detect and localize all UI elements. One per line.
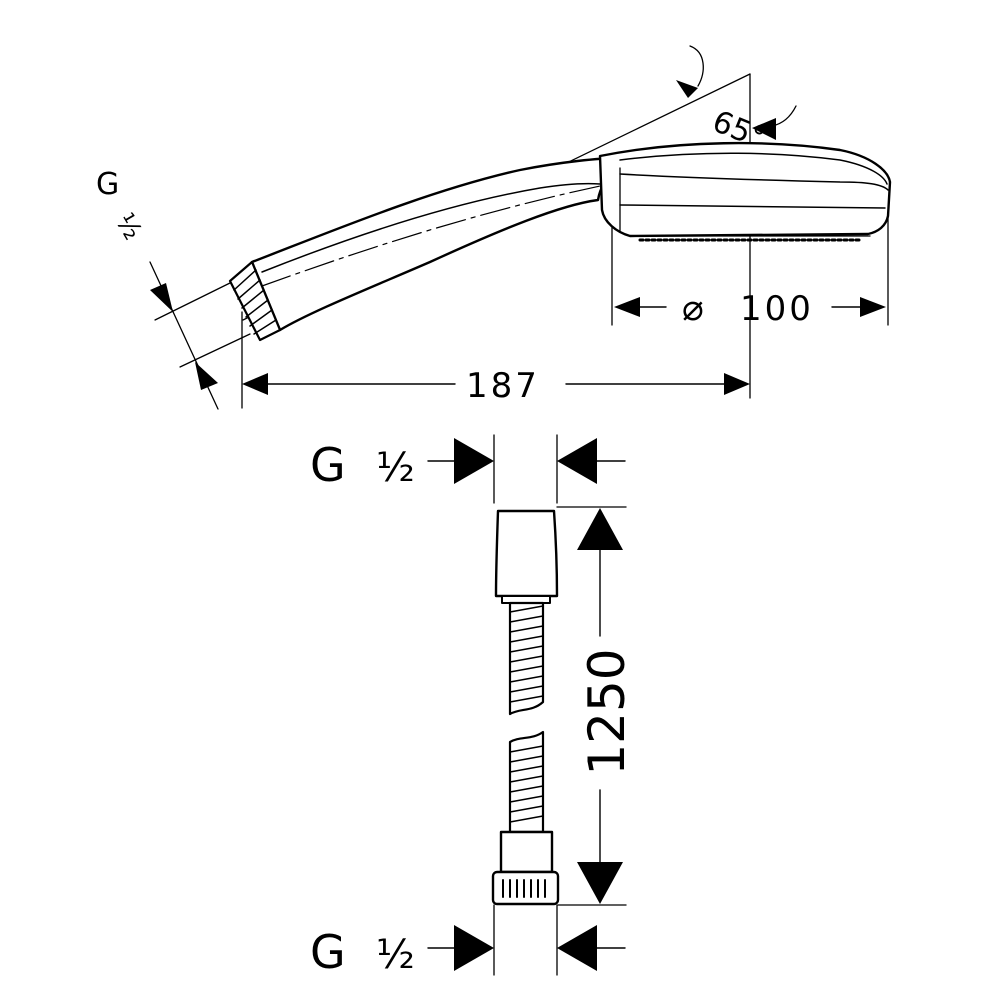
thread-arrow-lower [195, 362, 218, 390]
hose-drawing: G ½ G ½ 1250 [310, 434, 636, 979]
length-arrow-left [242, 373, 268, 395]
thread-connector [228, 260, 282, 342]
handle-axis-line [261, 185, 601, 287]
angle-leader-left [689, 45, 704, 87]
shower-handle [250, 156, 622, 332]
hose-bottom-arrow-left [454, 925, 494, 971]
shower-head-body [598, 141, 892, 238]
hose-bottom-sleeve [499, 830, 554, 874]
handle-inner-edge [261, 182, 601, 273]
diameter-arrow-right [860, 297, 886, 317]
head-middle-line [619, 173, 889, 191]
hose-bottom-nut [491, 870, 560, 906]
thread-extension-upper [154, 281, 233, 321]
shower-head-drawing: G ½ 65° ⌀ 100 187 [96, 45, 892, 410]
thread-arrow-upper [150, 283, 173, 312]
diameter-symbol: ⌀ [682, 288, 704, 329]
hose-length-value: 1250 [578, 648, 636, 775]
angle-arrow-right [752, 118, 776, 140]
thread-extension-lower [179, 333, 251, 368]
hose-top-arrow-right [557, 438, 597, 484]
angle-arrow-left [676, 80, 698, 98]
head-thread-label-size: ½ [109, 208, 148, 245]
hose-bottom-thread-size: ½ [376, 932, 415, 978]
diameter-value: 100 [740, 289, 814, 329]
hose-bottom-arrow-right [557, 925, 597, 971]
hose-top-arrow-left [454, 438, 494, 484]
hose-length-arrow-top [577, 508, 623, 550]
hose-top-nut [494, 509, 559, 598]
head-face-line [619, 204, 886, 209]
hose-bottom-thread-letter: G [310, 925, 346, 979]
head-top-inner-line [619, 152, 888, 185]
hose-top-thread-size: ½ [376, 445, 415, 491]
length-value: 187 [466, 366, 540, 406]
hose-lower-section [508, 730, 545, 834]
hose-upper-section [508, 601, 545, 716]
hose-top-thread-letter: G [310, 438, 346, 492]
diameter-arrow-left [614, 297, 640, 317]
length-arrow-right [724, 373, 750, 395]
head-thread-label-g: G [96, 167, 119, 202]
hose-length-arrow-bottom [577, 862, 623, 904]
